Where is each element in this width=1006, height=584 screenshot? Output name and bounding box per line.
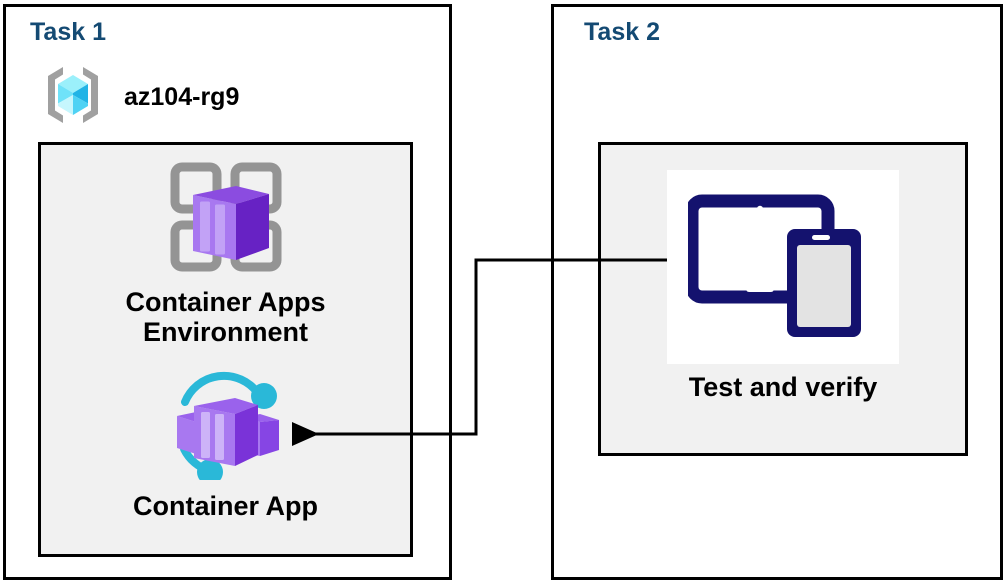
container-apps-environment-label: Container Apps Environment [125,287,326,348]
resource-group-row: az104-rg9 [36,58,239,137]
node-test-and-verify: Test and verify [598,170,968,402]
container-app-icon [163,370,288,485]
container-apps-environment-icon [166,158,286,281]
resource-group-name: az104-rg9 [124,83,240,111]
container-app-label: Container App [133,491,318,521]
node-container-apps-environment: Container Apps Environment [38,158,413,347]
devices-icon-plate [667,170,899,364]
devices-icon [685,185,878,350]
task-1-label: Task 1 [30,18,106,46]
node-container-app: Container App [38,370,413,521]
task-2-label: Task 2 [584,18,660,46]
test-and-verify-label: Test and verify [688,372,878,402]
resource-group-icon [36,58,110,137]
